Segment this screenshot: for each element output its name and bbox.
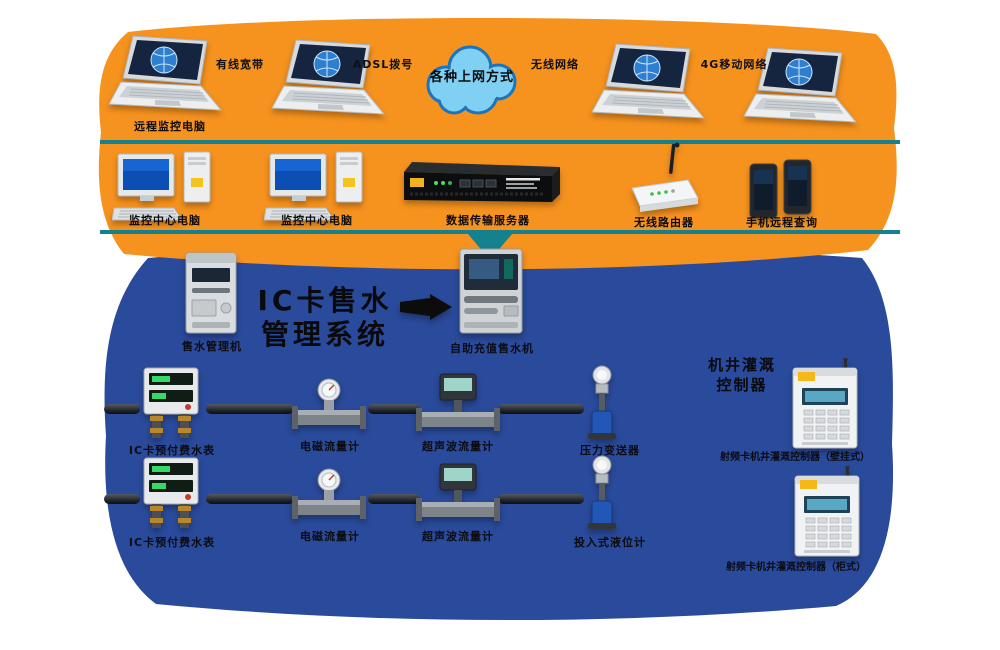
desktop-pc-icon bbox=[112, 151, 211, 221]
blue-zone-shape bbox=[104, 245, 894, 621]
data-server bbox=[402, 156, 566, 208]
controller-cabinet-1 bbox=[784, 358, 866, 452]
brand-logo bbox=[800, 480, 817, 489]
kiosk-b-caption: 自助充值售水机 bbox=[450, 342, 534, 355]
laptop-icon bbox=[271, 39, 386, 115]
ic-card-meter-2 bbox=[136, 456, 206, 532]
ultrasonic-meter-icon bbox=[416, 463, 500, 521]
phones-caption: 手机远程查询 bbox=[746, 216, 818, 229]
ultrasonic-meter-1 bbox=[416, 372, 500, 436]
pc2-caption: 监控中心电脑 bbox=[281, 214, 353, 227]
downlink-arrow bbox=[468, 234, 512, 260]
ic-card-meter-1 bbox=[136, 366, 206, 442]
internet-cloud: 各种上网方式 bbox=[416, 40, 528, 118]
row2-meter3-caption: 超声波流量计 bbox=[422, 530, 494, 543]
meter-box-icon bbox=[143, 367, 199, 438]
cabinet1-caption: 射频卡机井灌溉控制器（壁挂式） bbox=[720, 452, 870, 463]
controller-cabinet-2 bbox=[786, 466, 868, 560]
pipe-connector bbox=[498, 494, 584, 504]
flow-arrow bbox=[400, 294, 452, 320]
pipe-connector bbox=[206, 494, 294, 504]
controller-heading-line1: 机井灌溉 bbox=[707, 356, 776, 374]
row2-meter2-caption: 电磁流量计 bbox=[300, 530, 360, 543]
desktop-pc-1 bbox=[112, 148, 217, 223]
kiosk-icon bbox=[459, 248, 523, 334]
server-icon bbox=[404, 162, 560, 202]
network-line-bottom bbox=[100, 230, 900, 234]
right-arrow-icon bbox=[400, 294, 452, 320]
system-heading-line2: 管理系统 bbox=[260, 317, 389, 351]
brand-logo bbox=[798, 372, 815, 381]
meter-box-icon bbox=[143, 457, 199, 528]
laptop-1 bbox=[103, 34, 233, 122]
row1-meter3-caption: 超声波流量计 bbox=[422, 440, 494, 453]
pipe-connector bbox=[368, 404, 420, 414]
brand-logo bbox=[410, 178, 424, 187]
transmitter-2 bbox=[580, 454, 638, 532]
flow-meter-1 bbox=[290, 376, 368, 436]
access-method-label-2: ADSL拨号 bbox=[352, 58, 414, 71]
laptop-icon bbox=[743, 47, 858, 123]
pipe-connector bbox=[368, 494, 420, 504]
transmitter-1 bbox=[580, 364, 638, 442]
laptop-4 bbox=[738, 46, 868, 134]
row1-meter4-caption: 压力变送器 bbox=[580, 444, 640, 457]
ultrasonic-meter-icon bbox=[416, 373, 500, 431]
laptop-2 bbox=[266, 38, 396, 126]
network-line-top bbox=[100, 140, 900, 144]
laptop-icon bbox=[108, 35, 223, 111]
cabinet2-caption: 射频卡机井灌溉控制器（柜式） bbox=[726, 562, 866, 573]
cloud-icon bbox=[426, 45, 517, 115]
row1-meter1-caption: IC卡预付费水表 bbox=[128, 444, 216, 457]
laptop-3 bbox=[586, 42, 716, 130]
row2-meter4-caption: 投入式液位计 bbox=[574, 536, 646, 549]
level-sensor-icon bbox=[588, 455, 616, 529]
access-method-label-4: 4G移动网络 bbox=[700, 58, 768, 71]
laptop-icon bbox=[591, 43, 706, 119]
controller-cabinet-icon bbox=[792, 358, 858, 449]
desktop-pc-icon bbox=[264, 151, 363, 221]
pipe-connector bbox=[104, 494, 140, 504]
cloud-label: 各种上网方式 bbox=[429, 70, 514, 85]
kiosk-a-caption: 售水管理机 bbox=[182, 340, 242, 353]
pipe-connector bbox=[104, 404, 140, 414]
pipe-connector bbox=[498, 404, 584, 414]
access-method-label-3: 无线网络 bbox=[531, 58, 579, 71]
flow-meter-2 bbox=[290, 466, 368, 526]
pipe-connector bbox=[206, 404, 294, 414]
access-method-label-1: 有线宽带 bbox=[216, 58, 264, 71]
ultrasonic-meter-2 bbox=[416, 462, 500, 526]
system-heading-line1: IC卡售水 bbox=[257, 284, 393, 317]
server-caption: 数据传输服务器 bbox=[446, 214, 530, 227]
row2-meter1-caption: IC卡预付费水表 bbox=[128, 536, 216, 549]
laptop-caption: 远程监控电脑 bbox=[134, 120, 206, 133]
kiosk-icon bbox=[185, 252, 237, 334]
router-caption: 无线路由器 bbox=[634, 216, 694, 229]
vending-kiosk-b bbox=[452, 246, 530, 338]
vending-kiosk-a bbox=[176, 250, 246, 338]
pc1-caption: 监控中心电脑 bbox=[129, 214, 201, 227]
row1-meter2-caption: 电磁流量计 bbox=[300, 440, 360, 453]
controller-heading-line2: 控制器 bbox=[716, 375, 768, 394]
level-sensor-icon bbox=[588, 365, 616, 439]
flow-meter-icon bbox=[292, 378, 366, 429]
desktop-pc-2 bbox=[264, 148, 369, 223]
wireless-router bbox=[622, 142, 704, 218]
mobile-phones bbox=[748, 158, 814, 220]
controller-cabinet-icon bbox=[794, 466, 860, 557]
flow-meter-icon bbox=[292, 468, 366, 519]
router-icon bbox=[631, 142, 699, 212]
phones-icon bbox=[749, 159, 812, 219]
